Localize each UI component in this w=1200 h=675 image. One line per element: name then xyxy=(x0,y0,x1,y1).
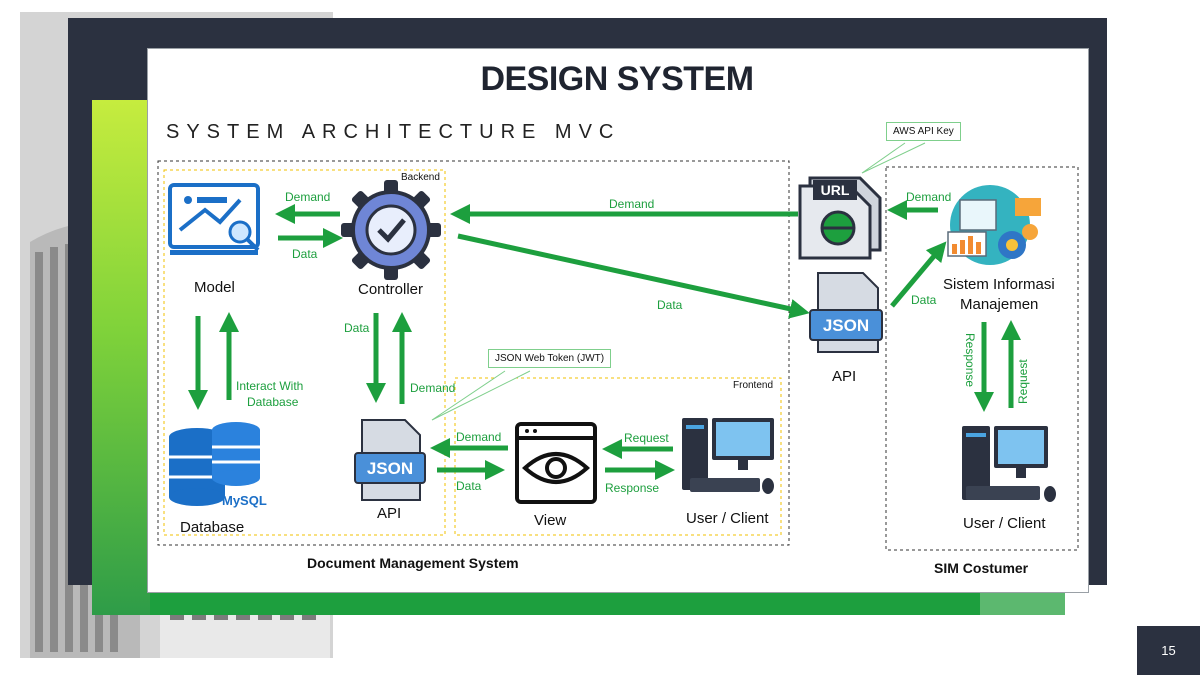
edge-label-interact-line2: Database xyxy=(247,395,299,409)
sim-group-box xyxy=(885,166,1079,551)
model-label: Model xyxy=(194,279,235,296)
aws-api-key-callout: AWS API Key xyxy=(886,122,961,141)
edge-label-request-sim: Request xyxy=(1016,359,1030,404)
slide-title: DESIGN SYSTEM xyxy=(480,60,754,98)
arrow-controller-to-json xyxy=(457,233,810,319)
backend-tag: Backend xyxy=(401,172,440,183)
edge-label-data-sim: Data xyxy=(911,293,937,307)
sim-label-line2: Manajemen xyxy=(960,296,1039,313)
aws-callout-pointer xyxy=(861,142,926,174)
frontend-group-box xyxy=(454,377,782,536)
edge-label-demand-view: Demand xyxy=(456,430,502,444)
edge-label-data-json: Data xyxy=(657,298,683,312)
json-icon-text-right: JSON xyxy=(822,316,870,335)
backend-group-box xyxy=(163,169,446,536)
frontend-tag: Frontend xyxy=(733,380,774,391)
sim-system-icon xyxy=(947,185,1041,265)
edge-label-interact-line1: Interact With xyxy=(236,379,304,393)
edge-label-demand-sim: Demand xyxy=(906,190,952,204)
user-client-computer-icon-middle xyxy=(682,418,774,494)
edge-label-data-view: Data xyxy=(456,479,482,493)
api-label-left: API xyxy=(377,505,402,522)
dms-group-label: Document Management System xyxy=(307,555,519,571)
model-icon xyxy=(168,183,260,255)
edge-label-response-sim: Response xyxy=(963,333,977,388)
edge-label-data-model: Data xyxy=(292,247,318,261)
mysql-logo-text: MySQL xyxy=(222,493,267,508)
json-icon-text-left: JSON xyxy=(366,459,414,478)
edge-label-data-api: Data xyxy=(344,321,370,335)
edge-label-demand-api: Demand xyxy=(410,381,456,395)
dms-group-box xyxy=(157,160,790,546)
controller-label: Controller xyxy=(358,281,424,298)
sim-group-label: SIM Costumer xyxy=(934,560,1029,576)
light-green-bar-bottom xyxy=(980,590,1065,615)
sim-label-line1: Sistem Informasi xyxy=(943,276,1055,293)
edge-label-request-user: Request xyxy=(624,431,669,445)
url-icon-text: URL xyxy=(820,182,850,198)
user-client-label-right: User / Client xyxy=(963,515,1046,532)
arrow-json-to-sim xyxy=(890,241,947,308)
view-label: View xyxy=(534,512,567,529)
page-number: 15 xyxy=(1137,626,1200,675)
green-bar-bottom xyxy=(150,590,980,615)
controller-gear-icon xyxy=(341,180,441,280)
json-file-icon-left xyxy=(354,419,426,501)
jwt-callout: JSON Web Token (JWT) xyxy=(488,349,612,368)
user-client-label-middle: User / Client xyxy=(686,510,769,527)
database-icon xyxy=(169,422,260,506)
jwt-callout-pointer xyxy=(431,370,531,421)
json-file-icon-right xyxy=(809,272,883,353)
edge-label-response-user: Response xyxy=(605,481,660,495)
edge-label-demand-model: Demand xyxy=(285,190,331,204)
user-client-computer-icon-right xyxy=(962,426,1056,502)
view-eye-icon xyxy=(515,422,597,504)
green-gradient-strip xyxy=(92,100,152,615)
database-label: Database xyxy=(180,519,245,536)
url-document-icon xyxy=(798,176,882,260)
api-label-right: API xyxy=(832,368,857,385)
slide-subtitle: SYSTEM ARCHITECTURE MVC xyxy=(166,121,621,143)
edge-label-demand-url: Demand xyxy=(609,197,655,211)
